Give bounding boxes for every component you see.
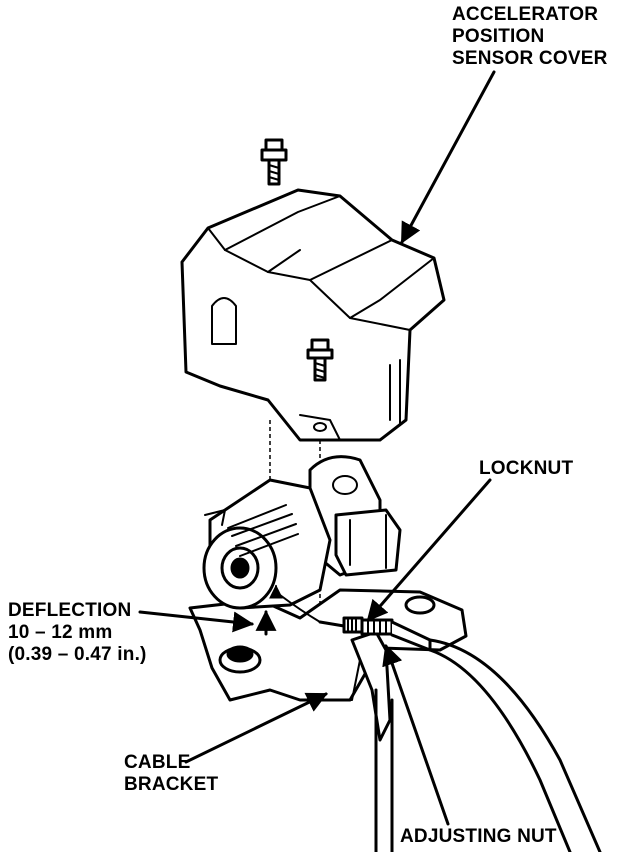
label-sensor-cover-line-2: POSITION xyxy=(452,26,545,47)
leader-locknut xyxy=(366,478,492,622)
label-deflection-line-2: 10 – 12 mm xyxy=(8,622,113,643)
label-sensor-cover-line-1: ACCELERATOR xyxy=(452,4,599,25)
throttle-drum xyxy=(202,478,332,610)
sensor-connector xyxy=(334,508,402,577)
label-adjusting-nut: ADJUSTING NUT xyxy=(400,826,557,847)
label-deflection-line-1: DEFLECTION xyxy=(8,600,132,621)
sensor-cover-shape xyxy=(180,188,446,442)
cover-bolt-top xyxy=(260,138,288,186)
label-sensor-cover: ACCELERATOR POSITION SENSOR COVER xyxy=(452,4,608,70)
label-deflection: DEFLECTION 10 – 12 mm (0.39 – 0.47 in.) xyxy=(8,600,147,666)
cover-bolt-mid xyxy=(306,338,334,382)
leader-adjusting-nut xyxy=(382,644,450,826)
label-cable-bracket-line-1: CABLE xyxy=(124,752,191,773)
leader-cable-bracket xyxy=(184,692,328,764)
label-cable-bracket: CABLE BRACKET xyxy=(124,752,218,796)
leader-sensor-cover xyxy=(400,70,496,244)
label-cable-bracket-line-2: BRACKET xyxy=(124,774,219,795)
label-locknut: LOCKNUT xyxy=(479,458,574,479)
leader-deflection xyxy=(138,610,255,633)
label-sensor-cover-line-3: SENSOR COVER xyxy=(452,48,608,69)
label-deflection-line-3: (0.39 – 0.47 in.) xyxy=(8,644,147,665)
